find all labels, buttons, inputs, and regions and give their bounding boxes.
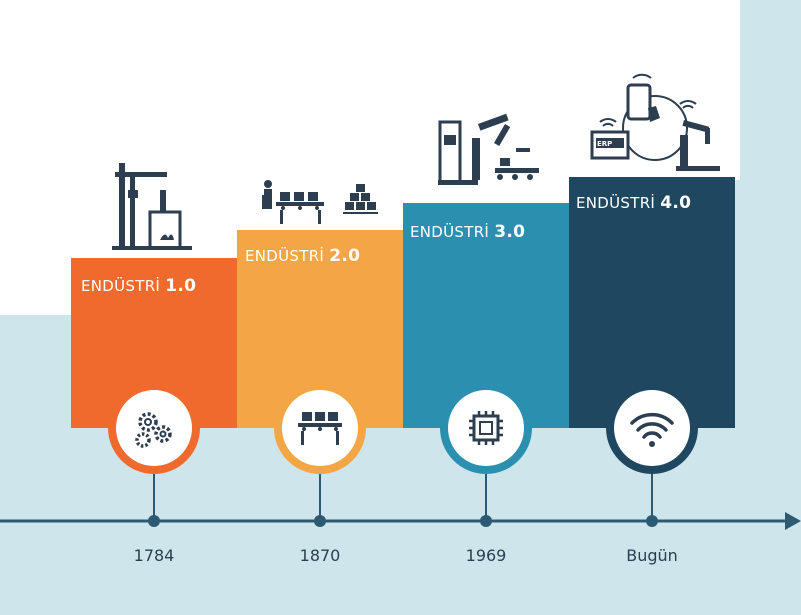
label-number: 3.0 (494, 222, 526, 242)
label-number: 4.0 (660, 193, 692, 213)
gears-icon (135, 412, 172, 448)
steam-engine-icon (112, 163, 192, 250)
label-number: 1.0 (165, 276, 197, 296)
year-label-4: Bugün (626, 546, 678, 565)
timeline-dot-4 (646, 515, 658, 527)
badge-industry-1 (108, 382, 200, 474)
timeline-axis (0, 512, 801, 530)
year-label-3: 1969 (465, 546, 507, 565)
label-industry-1: ENDÜSTRİ 1.0 (81, 276, 196, 296)
label-prefix: ENDÜSTRİ (410, 223, 490, 241)
badge-industry-3 (440, 382, 532, 474)
timeline-dot-3 (480, 515, 492, 527)
label-industry-3: ENDÜSTRİ 3.0 (410, 222, 525, 242)
label-prefix: ENDÜSTRİ (81, 277, 161, 295)
label-number: 2.0 (329, 246, 361, 266)
timeline-dot-2 (314, 515, 326, 527)
assembly-line-icon (262, 180, 378, 224)
connected-factory-icon: ERP (590, 73, 720, 171)
badge-industry-4 (606, 382, 698, 474)
microchip-icon (469, 411, 503, 445)
conveyor-belt-icon (298, 412, 342, 445)
label-industry-2: ENDÜSTRİ 2.0 (245, 246, 360, 266)
robotic-arm-icon (438, 113, 539, 185)
year-label-1: 1784 (133, 546, 175, 565)
badge-industry-2 (274, 382, 366, 474)
wifi-icon (630, 412, 674, 447)
year-label-2: 1870 (299, 546, 341, 565)
svg-text:ERP: ERP (597, 140, 612, 148)
label-prefix: ENDÜSTRİ (245, 247, 325, 265)
label-prefix: ENDÜSTRİ (576, 194, 656, 212)
timeline-dot-1 (148, 515, 160, 527)
label-industry-4: ENDÜSTRİ 4.0 (576, 193, 691, 213)
timeline-connectors (148, 470, 658, 527)
